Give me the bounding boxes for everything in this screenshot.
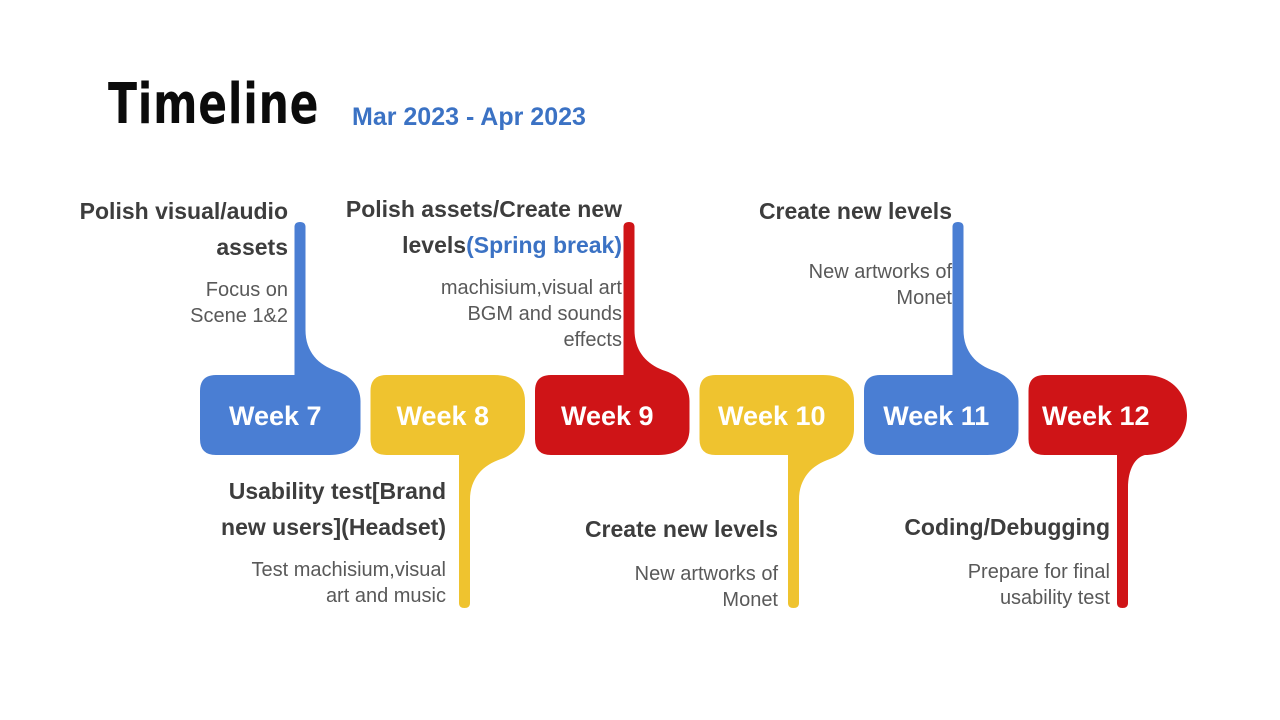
annotation-title: Polish assets/Create new levels(Spring b… [345,196,622,258]
annotation-week-7: Polish visual/audio assets Focus on Scen… [28,193,288,329]
week-segment-9 [535,222,690,455]
week-segment-8 [370,375,525,608]
annotation-week-12: Coding/Debugging Prepare for final usabi… [830,509,1110,611]
slide-title: Timeline [108,72,320,137]
week-segment-12 [1028,375,1187,608]
annotation-title: Create new levels [758,198,952,224]
annotation-title: Coding/Debugging [904,514,1110,540]
annotation-subtitle: Focus on Scene 1&2 [190,279,288,327]
annotation-subtitle: machisium,visual art BGM and sounds effe… [440,277,622,351]
week-label-12: Week 12 [1042,401,1150,431]
annotation-subtitle: New artworks of Monet [808,261,952,309]
annotation-week-9: Polish assets/Create new levels(Spring b… [292,191,622,353]
week-label-7: Week 7 [229,401,322,431]
week-segment-10 [699,375,854,608]
annotation-week-11: Create new levels New artworks of Monet [692,193,952,311]
annotation-week-8: Usability test[Brand new users](Headset)… [186,473,446,609]
annotation-title: Usability test[Brand new users](Headset) [221,478,446,540]
annotation-subtitle: Prepare for final usability test [967,561,1110,609]
annotation-week-10: Create new levels New artworks of Monet [518,511,778,613]
spring-break-accent: (Spring break) [466,232,622,258]
week-label-8: Week 8 [396,401,489,431]
week-label-11: Week 11 [883,401,989,431]
date-range: Mar 2023 - Apr 2023 [352,103,586,131]
week-segment-11 [864,222,1019,455]
annotation-title: Polish visual/audio assets [79,198,288,260]
annotation-subtitle: New artworks of Monet [634,563,778,611]
week-segment-7 [200,222,361,455]
week-label-9: Week 9 [561,401,654,431]
annotation-title: Create new levels [584,516,778,542]
week-label-10: Week 10 [718,401,826,431]
annotation-subtitle: Test machisium,visual art and music [251,559,446,607]
